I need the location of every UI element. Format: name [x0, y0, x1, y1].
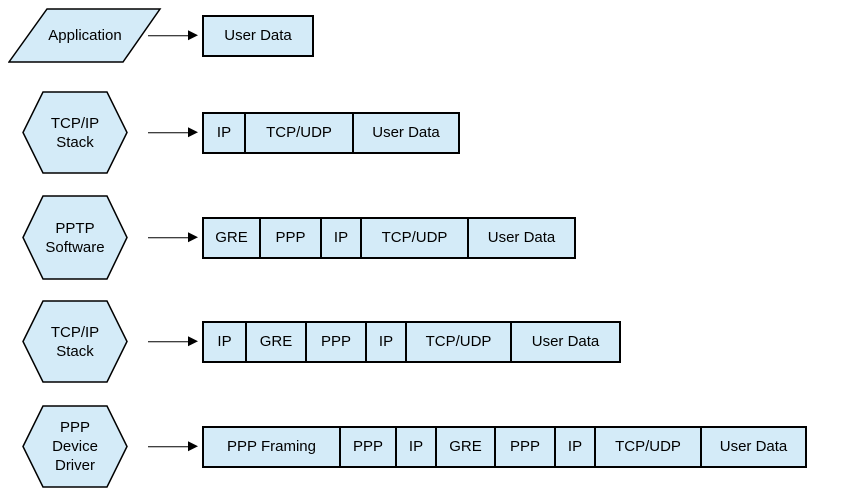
packet-segment-ip: IP: [365, 322, 405, 361]
packet-segment-user-data: User Data: [510, 322, 619, 361]
packet-segment-tcp-udp: TCP/UDP: [244, 113, 352, 152]
shape-label: PPP Device Driver: [52, 419, 98, 474]
packet-segment-ppp-framing: PPP Framing: [227, 438, 316, 455]
shape-label: PPTP Software: [45, 219, 105, 256]
hexagon-shape-icon: [22, 405, 128, 488]
arrow-right-icon: [148, 233, 198, 241]
arrow-right-icon: [148, 31, 198, 39]
ppp-device-driver-shape: PPP Device Driver: [22, 405, 128, 488]
shape-label: TCP/IP Stack: [50, 114, 100, 151]
packet-segment-ip: IP: [217, 333, 232, 350]
packet-segment-gre: GRE: [215, 229, 248, 246]
packet-segment-tcp-udp: TCP/UDP: [360, 218, 467, 257]
tcpip-stack-shape: TCP/IP Stack: [22, 91, 128, 174]
packet-segment-ppp: PPP: [339, 427, 395, 466]
packet-segment-ip: IP: [320, 218, 360, 257]
packet-segment-user-data: User Data: [352, 113, 458, 152]
hexagon-shape-icon: [22, 91, 128, 174]
packet-segment-gre: GRE: [245, 322, 305, 361]
diagram-row-application: Application User Data: [0, 8, 844, 63]
packet-segment-ppp: PPP: [494, 427, 554, 466]
hexagon-shape-icon: [22, 195, 128, 280]
pptp-software-shape: PPTP Software: [22, 195, 128, 280]
packet-row: User Data: [202, 14, 314, 57]
packet-segment-tcp-udp: TCP/UDP: [405, 322, 510, 361]
packet-segment-ip: IP: [216, 124, 232, 141]
arrow-right-icon: [148, 128, 198, 136]
packet-segment-gre: GRE: [435, 427, 494, 466]
packet-segment-user-data: User Data: [467, 218, 574, 257]
packet-segment-ppp: PPP: [259, 218, 320, 257]
packet-segment-ip: IP: [554, 427, 594, 466]
hexagon-shape-icon: [22, 300, 128, 383]
arrow-right-icon: [148, 442, 198, 450]
application-shape: Application: [8, 8, 162, 63]
packet-segment-user-data: User Data: [224, 27, 292, 44]
packet-segment-ip: IP: [395, 427, 435, 466]
packet-segment-ppp: PPP: [305, 322, 365, 361]
tcpip-stack-outer-shape: TCP/IP Stack: [22, 300, 128, 383]
shape-label: TCP/IP Stack: [50, 323, 100, 360]
packet-segment-user-data: User Data: [700, 427, 805, 466]
shape-label: Application: [48, 27, 122, 44]
arrow-right-icon: [148, 337, 198, 345]
packet-segment-tcp-udp: TCP/UDP: [594, 427, 700, 466]
parallelogram-shape-icon: [8, 8, 162, 63]
